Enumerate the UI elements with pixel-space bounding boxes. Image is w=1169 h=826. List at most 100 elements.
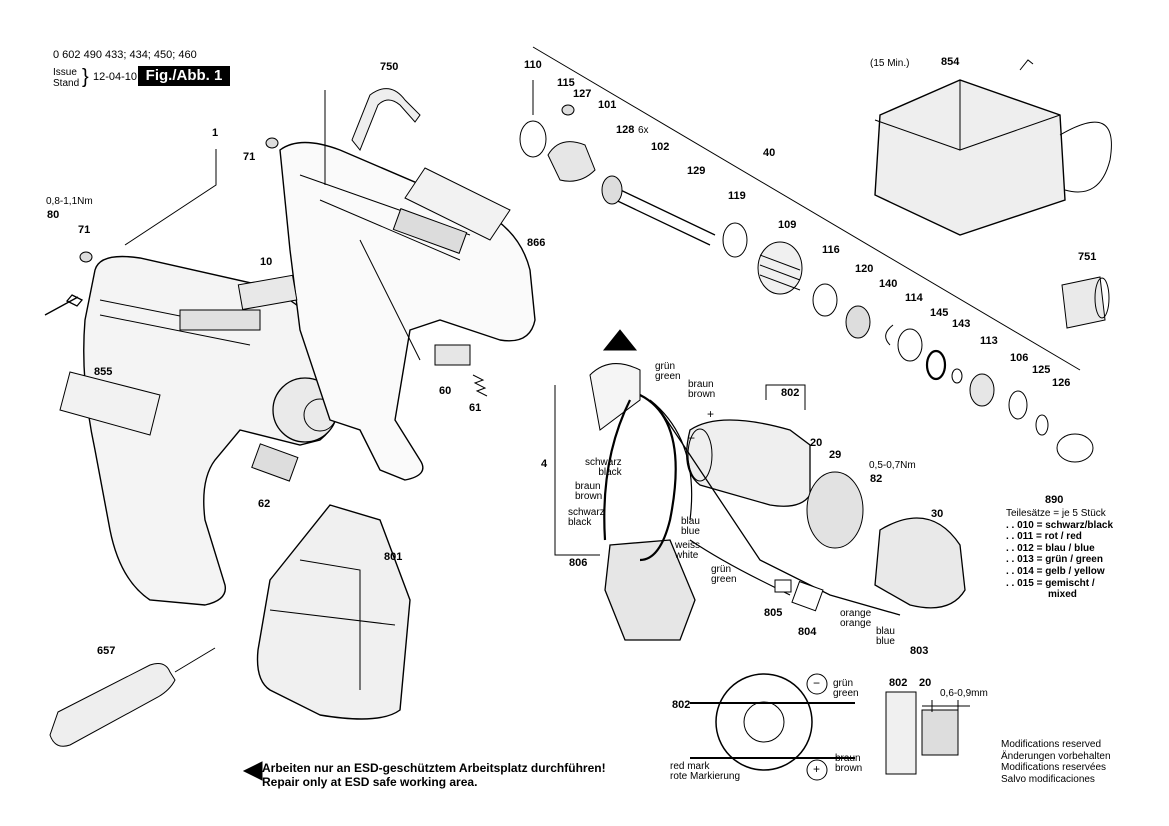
- part-751: 751: [1078, 251, 1097, 263]
- part-80: 80: [47, 209, 60, 221]
- spring-109: [757, 241, 803, 295]
- spindle-101: [547, 141, 596, 182]
- label-866: [404, 167, 511, 241]
- part-113: 113: [980, 335, 998, 347]
- plate-29: [806, 471, 864, 549]
- part-30: 30: [931, 508, 944, 520]
- minus-symbol-top: −: [688, 431, 696, 445]
- modifications-notice: Modifications reserved Änderungen vorbeh…: [1001, 739, 1111, 785]
- part-10: 10: [260, 256, 273, 268]
- part-61: 61: [469, 402, 482, 414]
- issue-date: 12-04-10: [93, 71, 138, 83]
- bearing-114: [897, 328, 923, 362]
- label-855: [59, 371, 161, 436]
- part-40: 40: [763, 147, 776, 159]
- kit-row: . . 011 = rot / red: [1006, 531, 1082, 543]
- kit-row: . . 010 = schwarz/black: [1006, 519, 1114, 531]
- gap-dimension: 0,6-0,9mm: [940, 688, 988, 699]
- torque-82: 0,5-0,7Nm: [869, 460, 916, 471]
- esd-triangle-top: [602, 329, 638, 351]
- motor-802: [686, 419, 811, 507]
- part-125: 125: [1032, 364, 1051, 376]
- part-20a: 20: [810, 437, 823, 449]
- part-802b: 802: [672, 699, 691, 711]
- parts-kits-list: Teilesätze = je 5 Stück . . 010 = schwar…: [1006, 508, 1113, 601]
- part-106: 106: [1010, 352, 1029, 364]
- battery-801: [256, 504, 411, 720]
- part-82: 82: [870, 473, 883, 485]
- ring-143: [951, 368, 963, 384]
- part-71b: 71: [78, 224, 91, 236]
- part-750: 750: [380, 61, 399, 73]
- gearbox-30: [874, 517, 966, 609]
- part-801: 801: [384, 551, 403, 563]
- part-120: 120: [855, 263, 874, 275]
- gear-120: [845, 305, 871, 339]
- ring-126: [1056, 433, 1094, 463]
- part-113: [969, 373, 995, 407]
- part-803: 803: [910, 645, 929, 657]
- part-145: 145: [930, 307, 949, 319]
- part-805: 805: [764, 607, 783, 619]
- plus-symbol-detail: +: [813, 762, 821, 776]
- part-29: 29: [829, 449, 842, 461]
- part-128: 128: [616, 124, 635, 136]
- minus-symbol-detail: −: [813, 676, 821, 690]
- kit-row: . . 013 = grün / green: [1006, 554, 1103, 566]
- part-101: 101: [598, 99, 617, 111]
- part-657: 657: [97, 645, 116, 657]
- torque-80: 0,8-1,1Nm: [46, 196, 93, 207]
- part-62: 62: [258, 498, 271, 510]
- switch-806: [604, 539, 696, 641]
- kit-row: . . 012 = blau / blue: [1006, 542, 1095, 554]
- spring-61: [472, 374, 488, 397]
- part-71a: 71: [243, 151, 256, 163]
- part-116: 116: [822, 244, 840, 256]
- part-109: 109: [778, 219, 797, 231]
- part-20b: 20: [919, 677, 932, 689]
- kit-row: mixed: [1048, 589, 1077, 601]
- kit-row: . . 014 = gelb / yellow: [1006, 565, 1105, 577]
- issue-label: Issue: [53, 67, 77, 78]
- part-119: 119: [728, 190, 746, 202]
- part-126: 126: [1052, 377, 1071, 389]
- part-143: 143: [952, 318, 971, 330]
- part-802a: 802: [781, 387, 800, 399]
- part-4: 4: [541, 458, 548, 470]
- part-71-left: [79, 251, 93, 263]
- part-866: 866: [527, 237, 546, 249]
- connector-805: [774, 579, 792, 593]
- spring-106: [1008, 390, 1028, 420]
- part-115: 115: [557, 77, 575, 89]
- kit-row: . . 015 = gemischt /: [1006, 577, 1095, 589]
- ring-110: [519, 120, 547, 158]
- detail-motor-end: [715, 673, 813, 771]
- part-140: 140: [879, 278, 898, 290]
- part-855: 855: [94, 366, 113, 378]
- plus-symbol-top: +: [707, 407, 715, 421]
- part-804: 804: [798, 626, 817, 638]
- cam-116: [812, 283, 838, 317]
- part-802c: 802: [889, 677, 908, 689]
- cover-62: [251, 443, 299, 482]
- brace: }: [82, 66, 89, 88]
- part-102: 102: [651, 141, 670, 153]
- connector-804: [791, 580, 824, 612]
- charger-854: [874, 79, 1066, 236]
- part-890: 890: [1045, 494, 1064, 506]
- part-1: 1: [212, 127, 219, 139]
- shaft-102: [604, 184, 716, 246]
- switch-10: [237, 274, 298, 311]
- part-71-top: [265, 137, 279, 149]
